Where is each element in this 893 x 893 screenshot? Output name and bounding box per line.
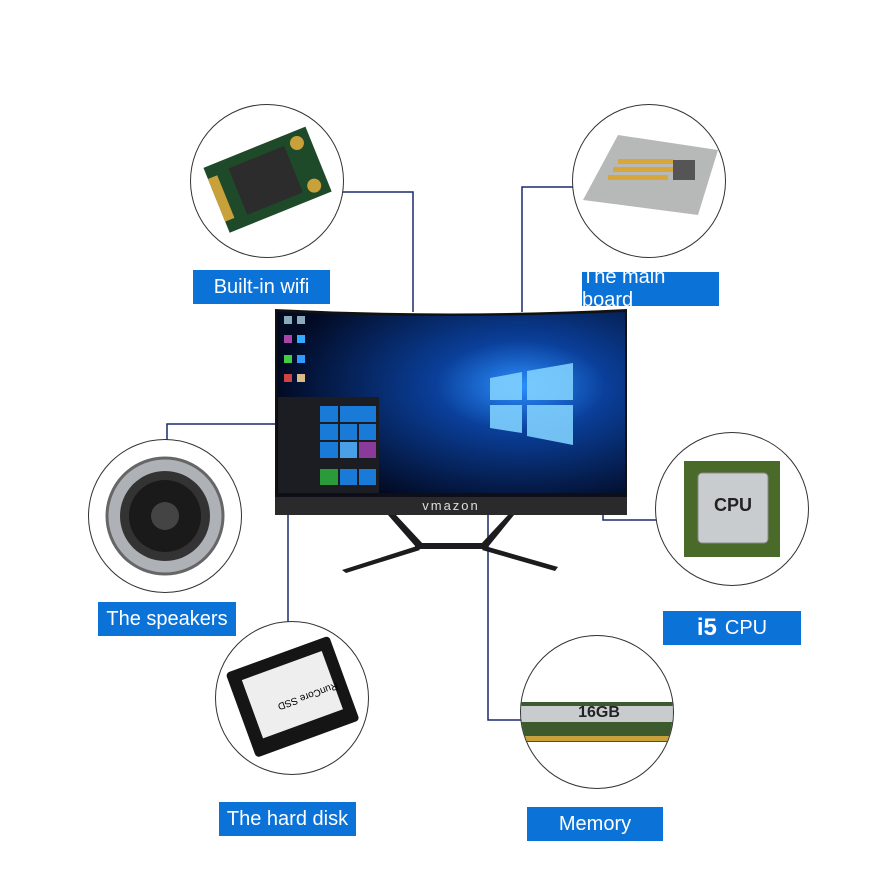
label-main-board: The main board [582, 266, 719, 311]
memory-image: 16GB [520, 635, 674, 789]
hard-disk-image: RunCore SSD [215, 621, 369, 775]
label-cpu: i5 CPU [663, 611, 801, 645]
wifi-card-image [190, 104, 344, 258]
label-memory: Memory [527, 807, 663, 841]
label-wifi: Built-in wifi [193, 270, 330, 304]
monitor [275, 309, 627, 573]
label-hard-disk: The hard disk [219, 802, 356, 836]
mainboard-image [572, 104, 726, 258]
label-cpu-prefix: i5 [696, 614, 717, 641]
label-cpu-text: CPU [724, 616, 768, 639]
label-speakers: The speakers [98, 602, 236, 636]
monitor-stand [342, 515, 558, 573]
monitor-brand: vmazon [275, 497, 627, 515]
memory-chip-text: 16GB [578, 704, 620, 721]
windows-logo-icon [490, 363, 573, 445]
speaker-image [88, 439, 242, 593]
cpu-chip-text: CPU [713, 495, 752, 515]
cpu-image: CPU [655, 432, 809, 586]
